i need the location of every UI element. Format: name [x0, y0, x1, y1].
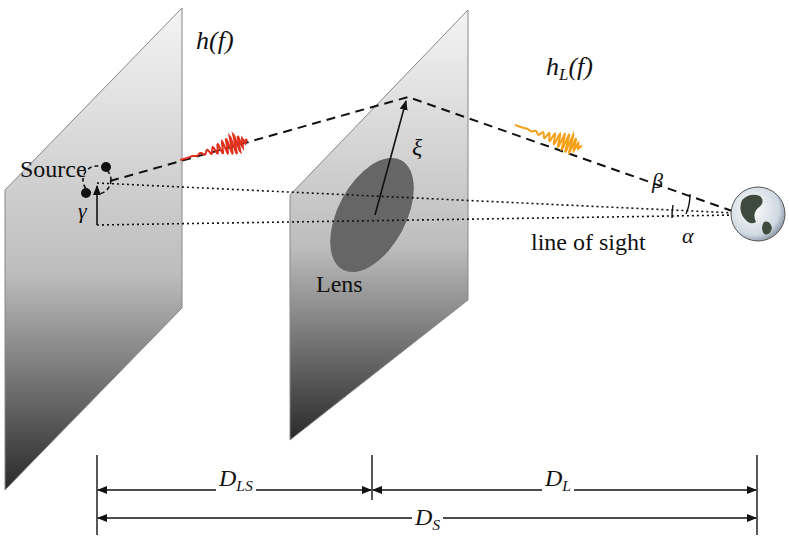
earth-land	[740, 195, 772, 235]
dimension-tick	[96, 455, 97, 535]
wave-label: h(f)	[196, 28, 234, 54]
dimension-tick	[756, 455, 757, 535]
math-symbol: β	[652, 170, 663, 192]
waveform	[180, 135, 247, 160]
line-of-sight	[97, 215, 735, 225]
binary-star	[101, 162, 111, 172]
binary-star	[81, 188, 91, 198]
plane-label: Source	[20, 157, 87, 181]
waveform	[515, 125, 581, 153]
math-symbol: γ	[78, 200, 87, 222]
dimension-label: DS	[412, 505, 443, 532]
plane-label: Lens	[316, 272, 363, 296]
offset-arrow	[96, 186, 98, 225]
source-direction	[97, 183, 735, 213]
angle-arc	[686, 194, 690, 214]
wave-label: hL(f)	[546, 54, 593, 84]
axis-label: line of sight	[528, 230, 649, 254]
lens-plane	[290, 10, 468, 440]
lensed-ray	[110, 97, 735, 212]
angle-arc	[672, 205, 673, 218]
math-symbol: ξ	[412, 135, 422, 159]
lens-mass	[313, 144, 431, 285]
earth	[731, 187, 785, 241]
math-symbol: α	[682, 225, 694, 247]
dimension-tick	[371, 455, 372, 500]
dimension-label: DL	[542, 466, 574, 493]
dimension-label: DLS	[216, 466, 256, 493]
source-plane	[5, 8, 182, 490]
impact-parameter-arrow	[375, 101, 406, 215]
